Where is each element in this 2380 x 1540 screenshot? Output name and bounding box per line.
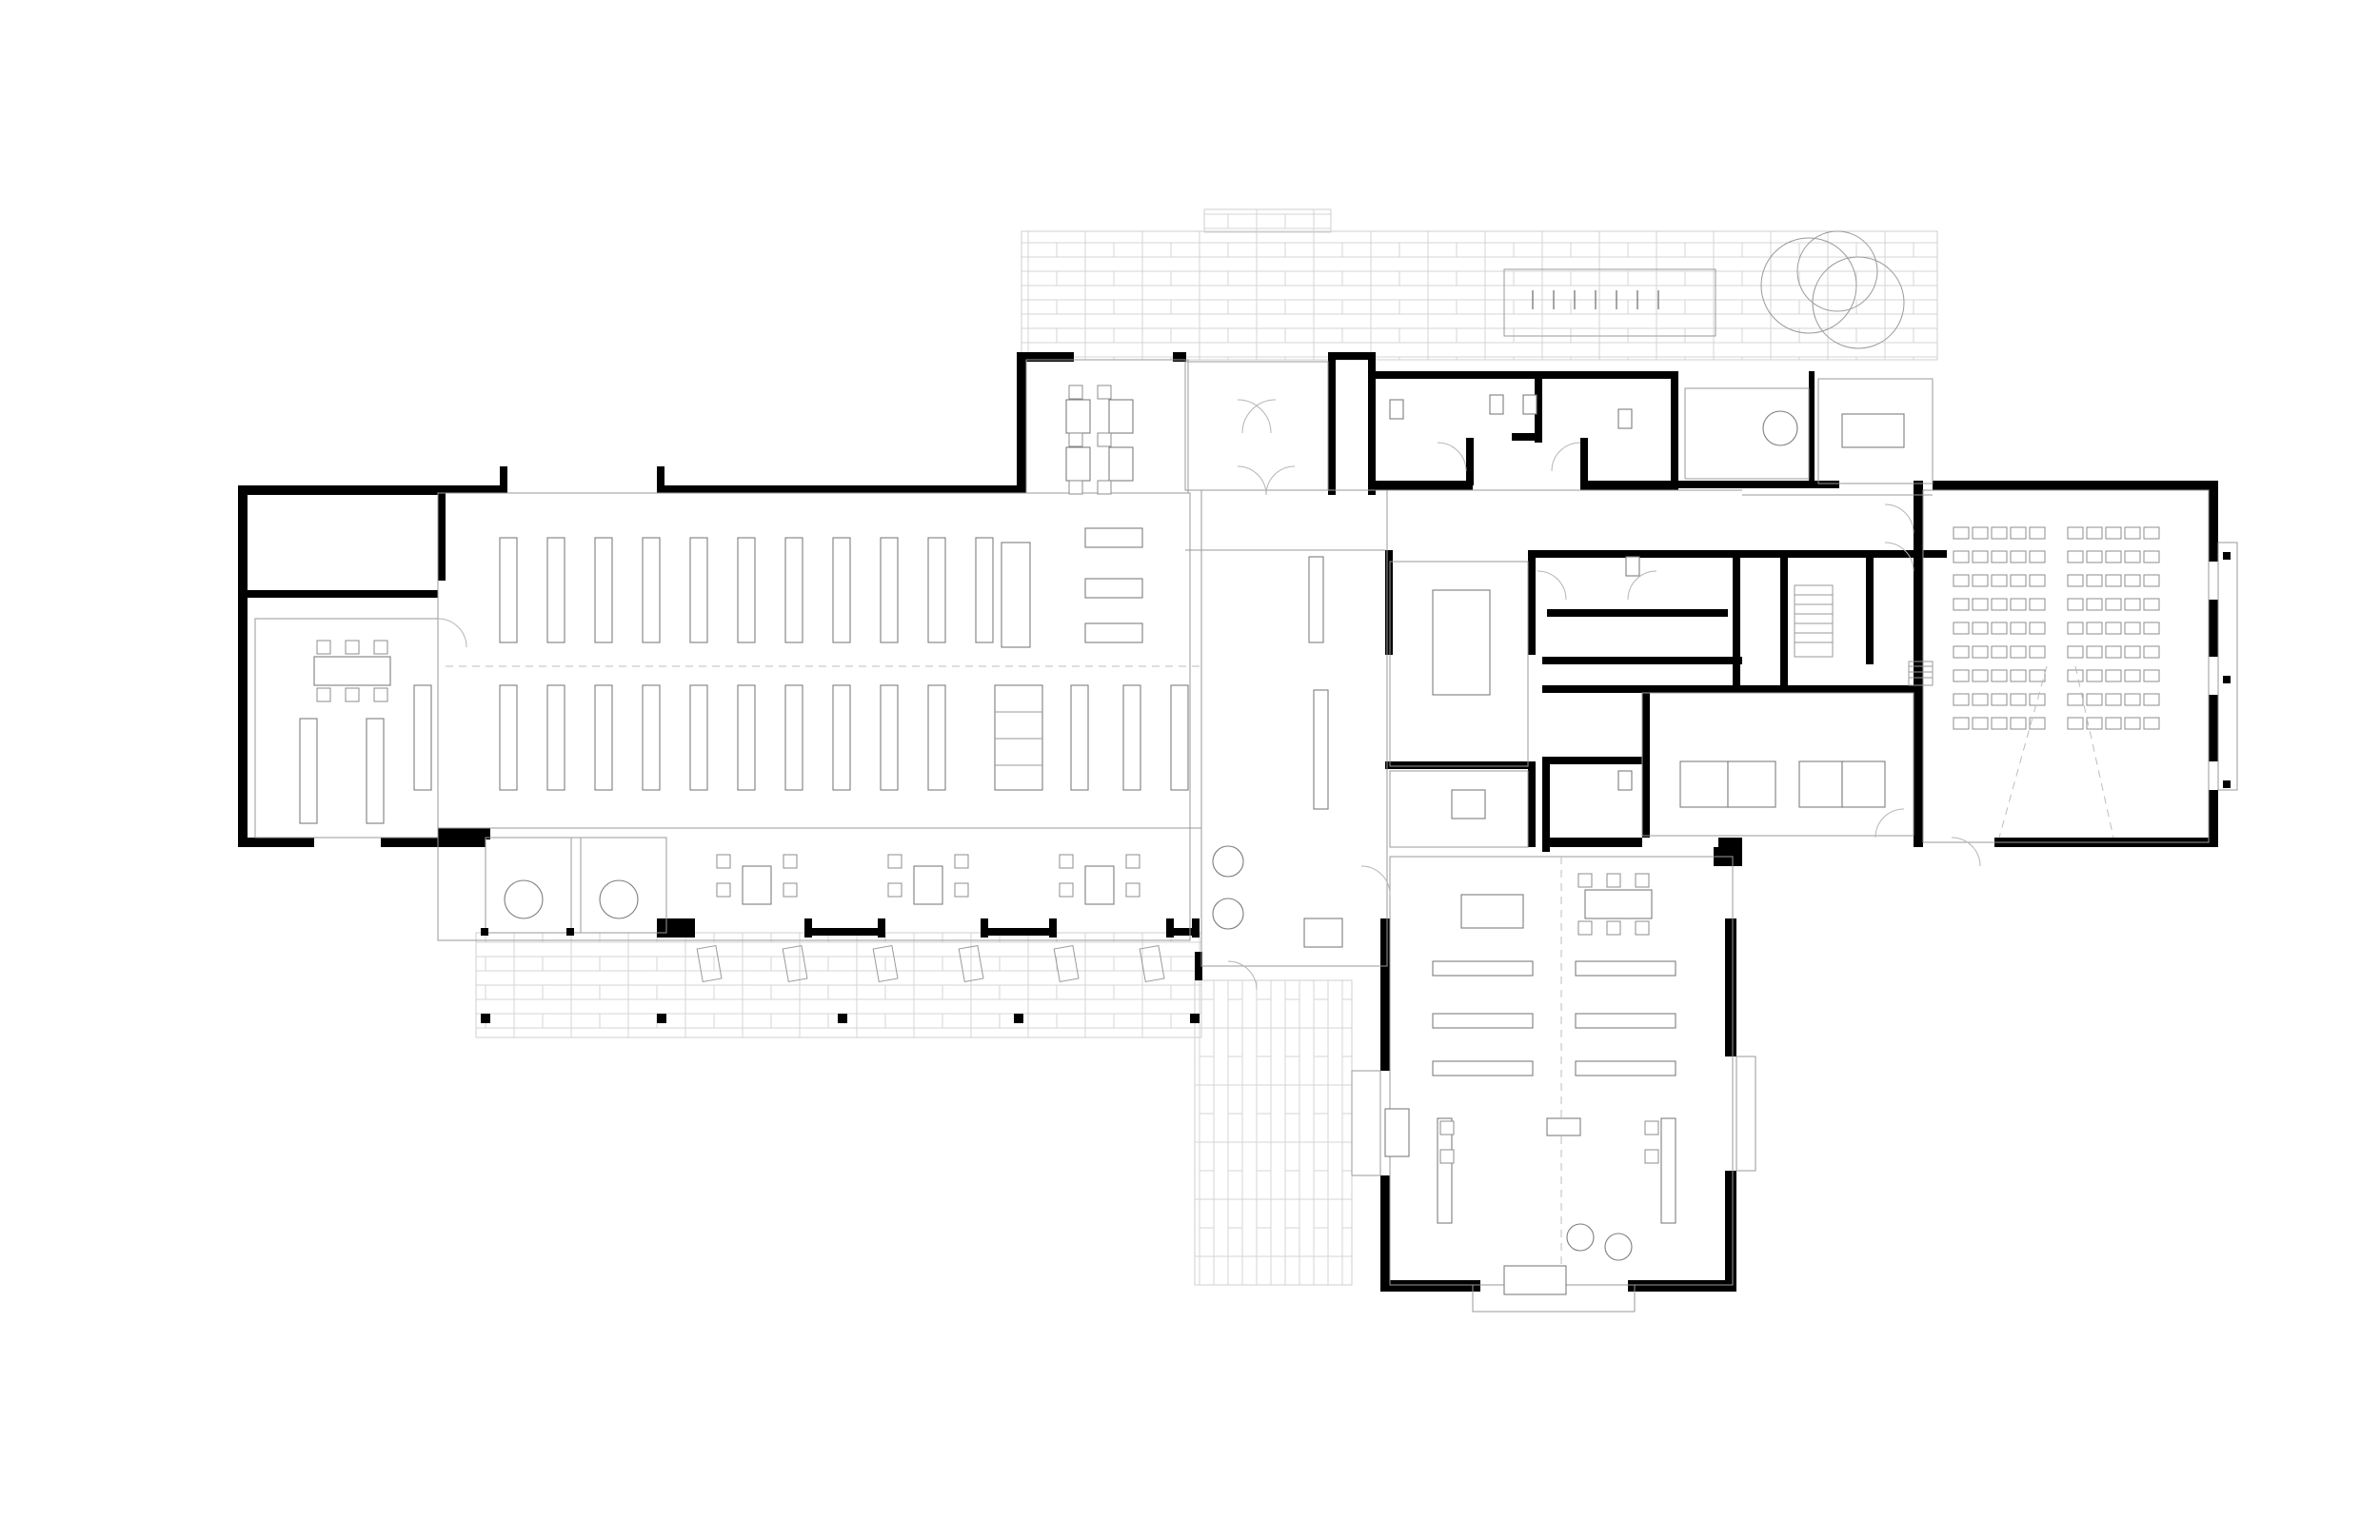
round-table-icon — [504, 410, 1798, 1261]
stair-icon — [1794, 584, 1934, 686]
toilet-icon — [1389, 394, 1640, 791]
chair-icon — [316, 385, 1659, 1164]
exterior-steps — [696, 944, 1165, 983]
bookshelf-rows-north — [499, 537, 994, 643]
east-walkway-paving — [1194, 979, 1353, 1286]
north-courtyard-paving — [1021, 208, 1938, 361]
door-swing-icon — [437, 399, 1981, 991]
study-tables — [299, 399, 1905, 1295]
bookshelf-rows-south — [499, 684, 1189, 791]
tree-canopy-icon — [1760, 230, 1905, 349]
walls — [238, 352, 2218, 1292]
auditorium-seating — [1953, 526, 2160, 839]
bench-row — [1532, 290, 1659, 309]
columns — [481, 552, 2231, 1023]
